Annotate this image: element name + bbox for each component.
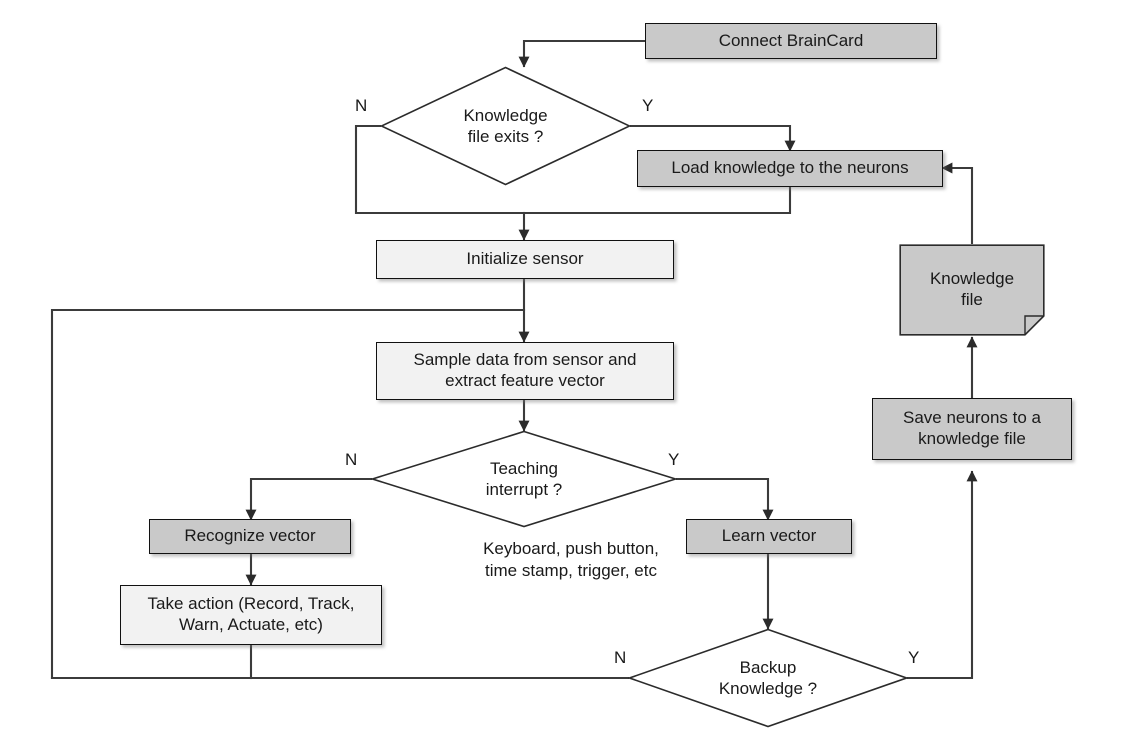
- node-load-knowledge[interactable]: Load knowledge to the neurons: [637, 150, 943, 187]
- node-recognize-vector[interactable]: Recognize vector: [149, 519, 351, 554]
- node-learn-vector[interactable]: Learn vector: [686, 519, 852, 554]
- wire-connect-to-knowledge-decision: [518, 39, 647, 68]
- node-initialize-sensor[interactable]: Initialize sensor: [376, 240, 674, 279]
- edge-label-knowledge-exits-yes: Y: [642, 96, 654, 115]
- edge-label-backup-no: N: [614, 648, 627, 667]
- node-knowledge-file-exits-decision[interactable]: Knowledge file exits ?: [380, 66, 631, 186]
- edge-label-backup-yes: Y: [908, 648, 920, 667]
- edge-label-knowledge-exits-no: N: [355, 96, 368, 115]
- edge-label-teaching-yes: Y: [668, 450, 680, 469]
- node-connect-braincard[interactable]: Connect BrainCard: [645, 23, 937, 59]
- wire-knowledge-file-to-load: [941, 162, 974, 245]
- document-label: Knowledge file: [929, 269, 1015, 309]
- node-teaching-interrupt-decision[interactable]: Teaching interrupt ?: [371, 430, 677, 528]
- edge-label-teaching-no: N: [345, 450, 358, 469]
- wire-teaching-no-to-recognize: [245, 477, 373, 521]
- node-backup-knowledge-decision[interactable]: Backup Knowledge ?: [628, 628, 908, 728]
- node-sample-data[interactable]: Sample data from sensor and extract feat…: [376, 342, 674, 400]
- decision-diamond-shape: [628, 628, 908, 728]
- decision-diamond-shape: [380, 66, 631, 186]
- decision-label: Backup Knowledge ?: [718, 657, 818, 698]
- decision-label: Knowledge file exits ?: [463, 105, 548, 146]
- document-shape: [899, 244, 1045, 336]
- decision-diamond-shape: [371, 430, 677, 528]
- wire-knowledge-yes-to-load: [629, 124, 796, 152]
- note-teaching-sources: Keyboard, push button, time stamp, trigg…: [483, 539, 659, 581]
- node-take-action[interactable]: Take action (Record, Track, Warn, Actuat…: [120, 585, 382, 645]
- decision-label: Teaching interrupt ?: [485, 458, 563, 499]
- node-save-neurons[interactable]: Save neurons to a knowledge file: [872, 398, 1072, 460]
- wire-load-to-initialize-junction: [522, 184, 792, 215]
- node-knowledge-file-document[interactable]: Knowledge file: [899, 244, 1045, 336]
- wire-teaching-yes-to-learn: [675, 477, 774, 521]
